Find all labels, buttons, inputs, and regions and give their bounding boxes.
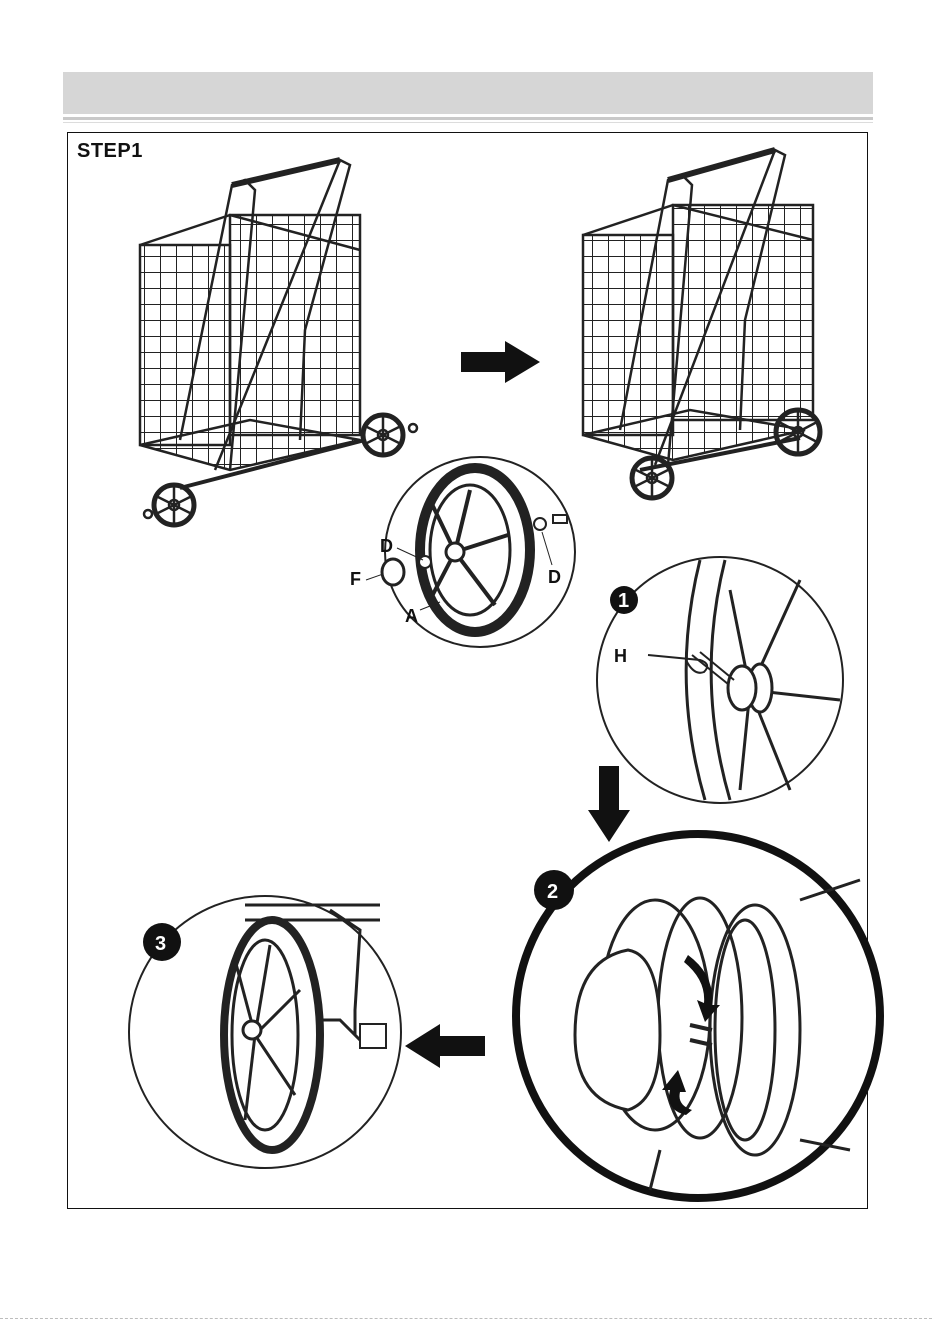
label-d-top: D xyxy=(380,536,393,556)
cart-before-illustration xyxy=(140,160,417,525)
badge-1: 1 xyxy=(618,590,629,612)
arrow-right-icon xyxy=(461,341,540,383)
badge-3: 3 xyxy=(155,933,166,955)
label-f: F xyxy=(350,569,361,589)
label-a: A xyxy=(405,606,418,626)
arrow-down-icon xyxy=(588,766,630,842)
wheel-exploded-view xyxy=(366,457,575,647)
page-bottom-rule xyxy=(0,1318,932,1320)
badge-2: 2 xyxy=(547,881,558,903)
detail-1-illustration: 1 H xyxy=(597,557,843,803)
arrow-left-icon xyxy=(405,1024,485,1068)
detail-3-illustration: 3 xyxy=(129,896,401,1168)
cart-after-illustration xyxy=(583,150,820,498)
detail-2-illustration: 2 xyxy=(516,834,880,1198)
label-h: H xyxy=(614,646,627,666)
label-d-right: D xyxy=(548,567,561,587)
